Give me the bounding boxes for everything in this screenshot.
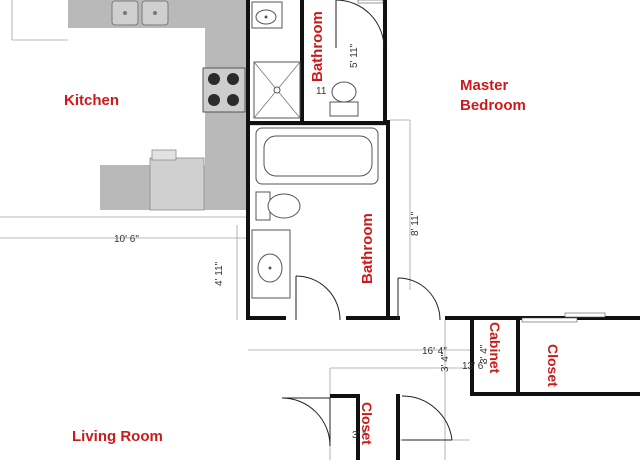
toilet-icon (255, 191, 301, 221)
walls (246, 0, 640, 460)
dimension-hall-16-4: 16' 4" (422, 346, 447, 357)
dimension-hall-13-6: 13' 6" (462, 361, 487, 372)
room-label-kitchen: Kitchen (64, 92, 119, 109)
door-swing-icon (521, 312, 606, 323)
stove-icon (202, 67, 246, 113)
door-swing-icon (397, 277, 441, 321)
toilet-icon (329, 81, 359, 117)
dimension-bath-11: 11 (316, 86, 327, 97)
dimension-cabinet-3-4: 3' 4" (479, 344, 490, 364)
door-swing-icon (295, 275, 341, 321)
bathtub-icon (255, 127, 379, 185)
shower-icon (253, 61, 301, 119)
room-label-master-bedroom-line1: Master (460, 77, 509, 94)
room-label-cabinet: Cabinet (487, 322, 503, 374)
door-swing-icon (281, 397, 331, 447)
kitchen-counters (68, 0, 250, 211)
dimension-kitchen-width: 10' 6" (114, 234, 139, 245)
sink-icon (251, 229, 291, 299)
room-label-bathroom-lower: Bathroom (359, 213, 376, 284)
room-label-closet-right: Closet (545, 344, 561, 387)
room-label-master-bedroom-line2: Bedroom (460, 97, 526, 114)
room-label-living-room: Living Room (72, 428, 163, 445)
double-sink-icon (111, 0, 169, 26)
dimension-door-5-11: 5' 11" (349, 43, 360, 68)
dimension-hall-3-4: 3' 4" (440, 352, 451, 372)
sink-icon (251, 1, 283, 29)
room-label-closet-lower: Closet (359, 402, 375, 445)
door-swing-icon (335, 0, 385, 49)
dimension-hall-8-11: 8' 11" (410, 211, 421, 236)
room-label-bathroom-upper: Bathroom (309, 11, 326, 82)
dimension-closet-3: 3' " (352, 430, 366, 441)
dimension-bath-4-11: 4' 11" (214, 261, 225, 286)
refrigerator-icon (151, 149, 177, 161)
door-swing-icon (401, 395, 453, 441)
